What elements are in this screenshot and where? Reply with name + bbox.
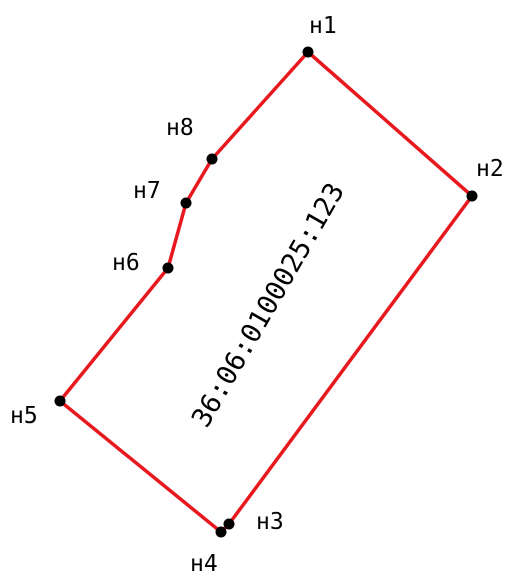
point-label-n2: н2 — [476, 156, 504, 182]
point-marker-n4 — [215, 526, 227, 538]
point-marker-n8 — [206, 153, 218, 165]
point-label-n4: н4 — [190, 551, 218, 575]
point-marker-n6 — [162, 262, 174, 274]
point-label-n7: н7 — [133, 178, 161, 204]
point-label-n1: н1 — [309, 13, 337, 39]
point-marker-n7 — [180, 197, 192, 209]
point-label-n5: н5 — [10, 403, 38, 429]
boundary-points — [54, 46, 478, 538]
point-marker-n3 — [223, 518, 235, 530]
point-marker-n2 — [466, 190, 478, 202]
point-marker-n1 — [302, 46, 314, 58]
point-marker-n5 — [54, 395, 66, 407]
point-label-n8: н8 — [166, 115, 194, 141]
point-label-n3: н3 — [256, 509, 284, 535]
point-label-n6: н6 — [112, 250, 140, 276]
point-labels: н1 н2 н3 н4 н5 н6 н7 н8 — [10, 13, 504, 575]
